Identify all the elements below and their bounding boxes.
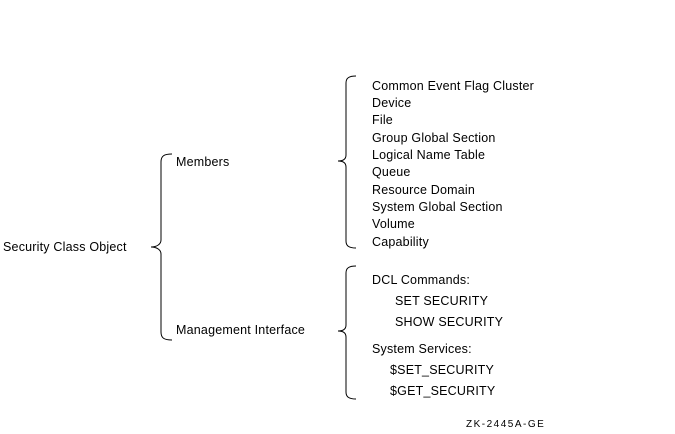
management-brace bbox=[337, 265, 357, 400]
member-item: Queue bbox=[372, 165, 411, 179]
member-item: Resource Domain bbox=[372, 183, 476, 197]
service-item: $GET_SECURITY bbox=[390, 384, 496, 398]
members-label: Members bbox=[176, 155, 230, 169]
member-item: Common Event Flag Cluster bbox=[372, 79, 535, 93]
root-brace bbox=[150, 153, 173, 341]
member-item: Capability bbox=[372, 235, 429, 249]
member-item: System Global Section bbox=[372, 200, 503, 214]
services-heading: System Services: bbox=[372, 342, 472, 356]
dcl-item: SHOW SECURITY bbox=[395, 315, 504, 329]
member-item: Logical Name Table bbox=[372, 148, 486, 162]
member-item: Group Global Section bbox=[372, 131, 496, 145]
member-item: File bbox=[372, 113, 393, 127]
dcl-item: SET SECURITY bbox=[395, 294, 489, 308]
service-item: $SET_SECURITY bbox=[390, 363, 495, 377]
management-label: Management Interface bbox=[176, 323, 306, 337]
dcl-heading: DCL Commands: bbox=[372, 273, 470, 287]
members-brace bbox=[337, 75, 357, 249]
member-item: Volume bbox=[372, 217, 415, 231]
root-label: Security Class Object bbox=[3, 240, 127, 254]
member-item: Device bbox=[372, 96, 412, 110]
figure-id: ZK-2445A-GE bbox=[466, 419, 546, 430]
